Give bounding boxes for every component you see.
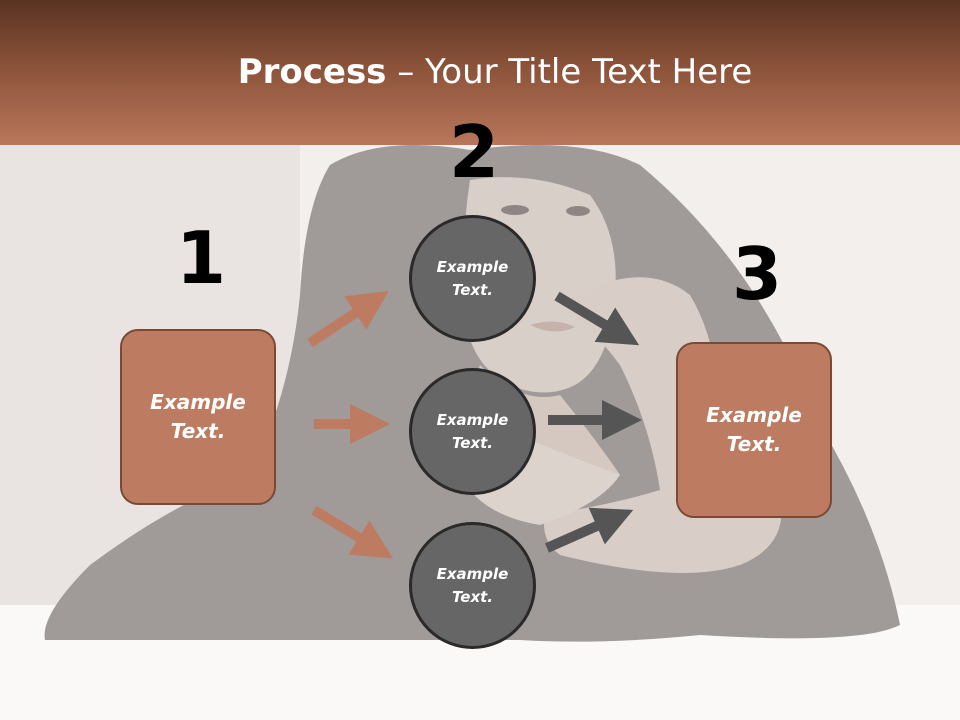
step-box-3-text: Example Text. (706, 403, 802, 456)
slide-title: Process – Your Title Text Here (0, 52, 960, 92)
circle-middle-text: Example Text. (436, 411, 509, 452)
title-rest: – Your Title Text Here (386, 52, 753, 92)
step-number-3: 3 (732, 232, 783, 316)
step-number-1: 1 (176, 216, 227, 300)
circle-middle: Example Text. (409, 368, 536, 495)
circle-top-text: Example Text. (436, 258, 509, 299)
arrow-1-to-2a (307, 290, 389, 348)
circle-top: Example Text. (409, 215, 536, 342)
arrow-2a-to-3 (554, 291, 640, 346)
step-box-3: Example Text. (676, 342, 832, 518)
step-box-1-text: Example Text. (150, 390, 246, 443)
step-box-1: Example Text. (120, 329, 276, 505)
title-bar (0, 0, 960, 145)
circle-bottom-text: Example Text. (436, 565, 509, 606)
title-bold: Process (237, 52, 387, 92)
arrow-2c-to-3 (544, 507, 634, 553)
arrow-1-to-2c (311, 505, 394, 559)
step-number-2: 2 (449, 110, 500, 194)
circle-bottom: Example Text. (409, 522, 536, 649)
